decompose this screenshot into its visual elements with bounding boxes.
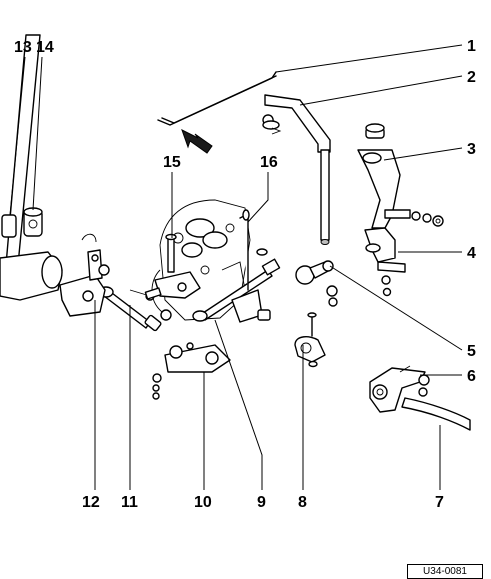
drawing-reference-label: U34-0081	[407, 564, 483, 579]
part-gate-bracket	[59, 233, 110, 317]
gearbox-housing	[151, 199, 251, 321]
callout-12: 12	[82, 494, 100, 511]
callout-9: 9	[257, 494, 266, 511]
callout-6: 6	[467, 368, 476, 385]
part-clamp	[294, 312, 326, 368]
part-gearshift-lever	[0, 34, 63, 301]
callout-5: 5	[467, 343, 476, 360]
callout-1: 1	[467, 38, 476, 55]
part-upper-bracket	[357, 123, 444, 229]
leader-lines	[9, 44, 463, 490]
callout-7: 7	[435, 494, 444, 511]
callout-15: 15	[163, 154, 181, 171]
part-relay-lever	[369, 365, 430, 413]
part-linkage-rod	[192, 209, 281, 323]
callout-8: 8	[298, 494, 307, 511]
part-shift-rod	[157, 71, 277, 126]
callout-14: 14	[36, 39, 54, 56]
callout-11: 11	[121, 494, 138, 511]
direction-arrow	[181, 128, 213, 154]
callout-4: 4	[467, 245, 476, 262]
part-lower-bracket	[364, 227, 406, 297]
callout-10: 10	[194, 494, 212, 511]
part-mounting-bracket	[152, 342, 231, 400]
part-selector-cable	[401, 397, 471, 431]
part-ball-joint	[295, 260, 338, 307]
callout-16: 16	[260, 154, 278, 171]
callout-2: 2	[467, 69, 476, 86]
part-bolt	[144, 233, 201, 300]
callout-3: 3	[467, 141, 476, 158]
part-support-bracket	[262, 94, 331, 245]
callout-13: 13	[14, 39, 32, 56]
